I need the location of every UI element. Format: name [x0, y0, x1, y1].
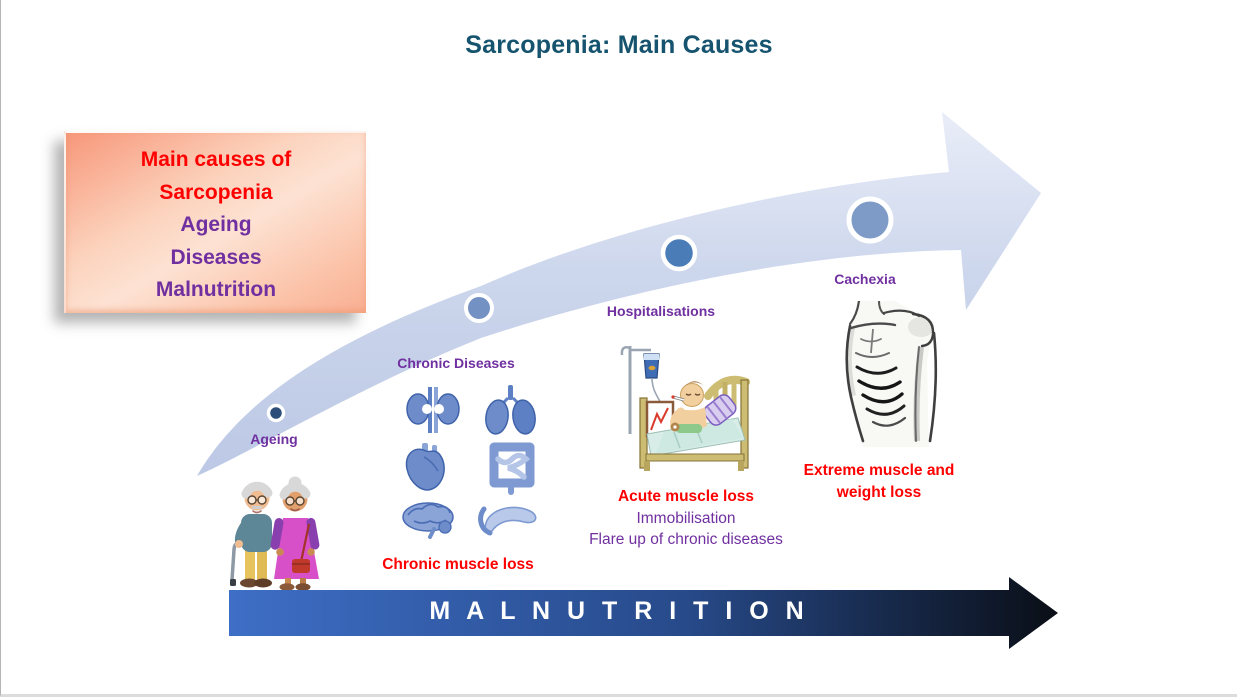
- lungs-icon: [485, 385, 536, 435]
- milestone-dot-chronic: [464, 293, 494, 323]
- caption-extreme-line-1: Extreme muscle and: [803, 462, 955, 479]
- swoosh-band: [197, 112, 1041, 476]
- milestone-dot-ageing: [266, 403, 286, 423]
- kidneys-icon: [406, 387, 460, 433]
- stage-label-ageing: Ageing: [250, 431, 298, 447]
- caption-acute-block: Acute muscle loss Immobilisation Flare u…: [576, 486, 796, 551]
- caption-flare-up: Flare up of chronic diseases: [589, 531, 783, 548]
- emaciated-torso-icon: [829, 299, 945, 447]
- stage-label-hospitalisations: Hospitalisations: [606, 303, 716, 319]
- causes-box: Main causes of Sarcopenia Ageing Disease…: [64, 131, 366, 313]
- malnutrition-arrow-shape: [229, 577, 1058, 649]
- intestines-icon: [489, 442, 535, 495]
- causes-line-1: Main causes of: [140, 148, 292, 171]
- causes-line-4: Diseases: [170, 245, 262, 269]
- milestone-dot-cachexia: [846, 196, 894, 244]
- caption-acute-muscle-loss: Acute muscle loss: [617, 488, 755, 505]
- causes-line-2: Sarcopenia: [159, 180, 273, 204]
- heart-icon: [405, 443, 445, 491]
- pancreas-icon: [478, 506, 537, 536]
- brain-icon: [402, 502, 454, 539]
- caption-immobilisation: Immobilisation: [636, 509, 736, 527]
- caption-extreme-loss: Extreme muscle and weight loss: [769, 460, 989, 504]
- page-title: Sarcopenia: Main Causes: [465, 31, 773, 59]
- milestone-dot-hospital: [660, 234, 698, 272]
- stage-label-chronic-diseases: Chronic Diseases: [397, 355, 515, 371]
- causes-line-3: Ageing: [180, 213, 252, 236]
- causes-line-5: Malnutrition: [155, 278, 277, 301]
- stage-label-cachexia: Cachexia: [834, 271, 896, 287]
- organs-icon: [394, 381, 546, 539]
- malnutrition-arrow-label: M A L N U T R I T I O N: [429, 597, 809, 625]
- caption-chronic-muscle-loss: Chronic muscle loss: [382, 556, 534, 573]
- caption-extreme-line-2: weight loss: [836, 484, 922, 501]
- hospital-bed-icon: [604, 336, 756, 478]
- elderly-couple-icon: [219, 466, 331, 592]
